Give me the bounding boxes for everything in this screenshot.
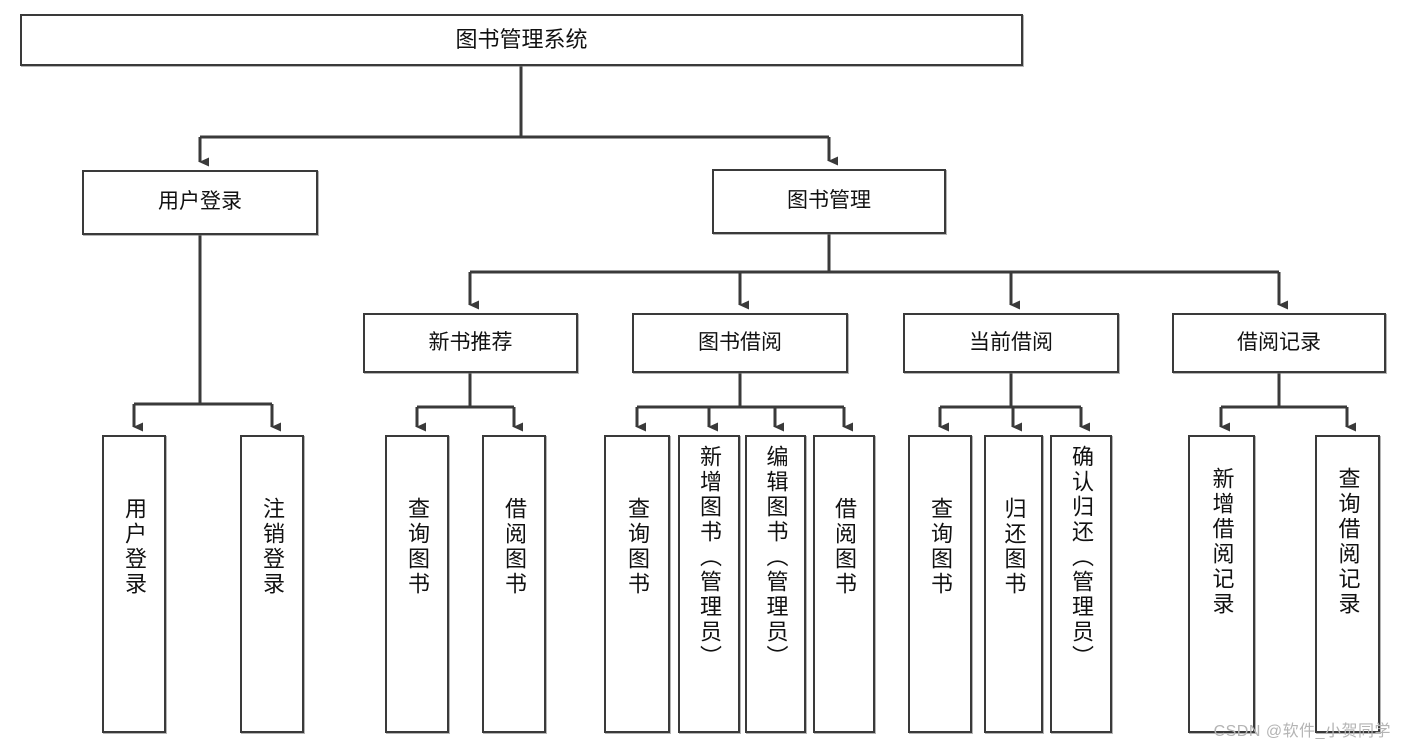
node-book-borrow[interactable]: 图书借阅 (632, 313, 848, 373)
node-current-borrow-label: 当前借阅 (969, 330, 1053, 354)
node-leaf-borrow-book-rec[interactable]: 借阅图书 (482, 435, 546, 733)
node-borrow-record-label: 借阅记录 (1237, 330, 1321, 354)
node-leaf-add-borrow-record[interactable]: 新增借阅记录 (1188, 435, 1255, 733)
node-leaf-user-logout-label: 注销登录 (260, 497, 285, 597)
node-leaf-query-book-rec-label: 查询图书 (405, 497, 430, 597)
node-root-label: 图书管理系统 (455, 27, 588, 53)
node-leaf-query-borrow-record[interactable]: 查询借阅记录 (1315, 435, 1380, 733)
node-leaf-query-book-rec[interactable]: 查询图书 (385, 435, 449, 733)
node-leaf-add-borrow-record-label: 新增借阅记录 (1209, 467, 1235, 617)
node-leaf-add-book-admin-label: 新增图书（管理员） (697, 445, 722, 670)
node-leaf-query-borrow-record-label: 查询借阅记录 (1335, 467, 1361, 617)
node-leaf-return-book-label: 归还图书 (1001, 497, 1027, 597)
node-leaf-borrow-book-bor-label: 借阅图书 (832, 497, 857, 597)
node-book-manage[interactable]: 图书管理 (712, 169, 946, 234)
node-root[interactable]: 图书管理系统 (20, 14, 1023, 66)
node-leaf-edit-book-admin[interactable]: 编辑图书（管理员） (745, 435, 806, 733)
node-leaf-query-book-cur[interactable]: 查询图书 (908, 435, 972, 733)
node-leaf-borrow-book-bor[interactable]: 借阅图书 (813, 435, 875, 733)
node-leaf-user-login-label: 用户登录 (122, 497, 147, 597)
node-leaf-confirm-return-admin[interactable]: 确认归还（管理员） (1050, 435, 1112, 733)
watermark: CSDN @软件_小贺同学 (1213, 723, 1391, 740)
node-leaf-confirm-return-admin-label: 确认归还（管理员） (1069, 445, 1094, 670)
node-borrow-record[interactable]: 借阅记录 (1172, 313, 1386, 373)
node-leaf-edit-book-admin-label: 编辑图书（管理员） (763, 445, 789, 670)
node-user-login[interactable]: 用户登录 (82, 170, 318, 235)
node-book-borrow-label: 图书借阅 (698, 330, 782, 354)
node-leaf-user-login[interactable]: 用户登录 (102, 435, 166, 733)
node-current-borrow[interactable]: 当前借阅 (903, 313, 1119, 373)
node-leaf-borrow-book-rec-label: 借阅图书 (502, 497, 527, 597)
node-new-book-recommend-label: 新书推荐 (428, 330, 513, 354)
node-leaf-return-book[interactable]: 归还图书 (984, 435, 1043, 733)
node-leaf-query-book-bor-label: 查询图书 (625, 497, 650, 597)
node-book-manage-label: 图书管理 (787, 189, 871, 213)
node-user-login-label: 用户登录 (158, 190, 242, 214)
node-new-book-recommend[interactable]: 新书推荐 (363, 313, 578, 373)
node-leaf-query-book-bor[interactable]: 查询图书 (604, 435, 670, 733)
node-leaf-query-book-cur-label: 查询图书 (928, 497, 953, 597)
node-leaf-user-logout[interactable]: 注销登录 (240, 435, 304, 733)
node-leaf-add-book-admin[interactable]: 新增图书（管理员） (678, 435, 740, 733)
